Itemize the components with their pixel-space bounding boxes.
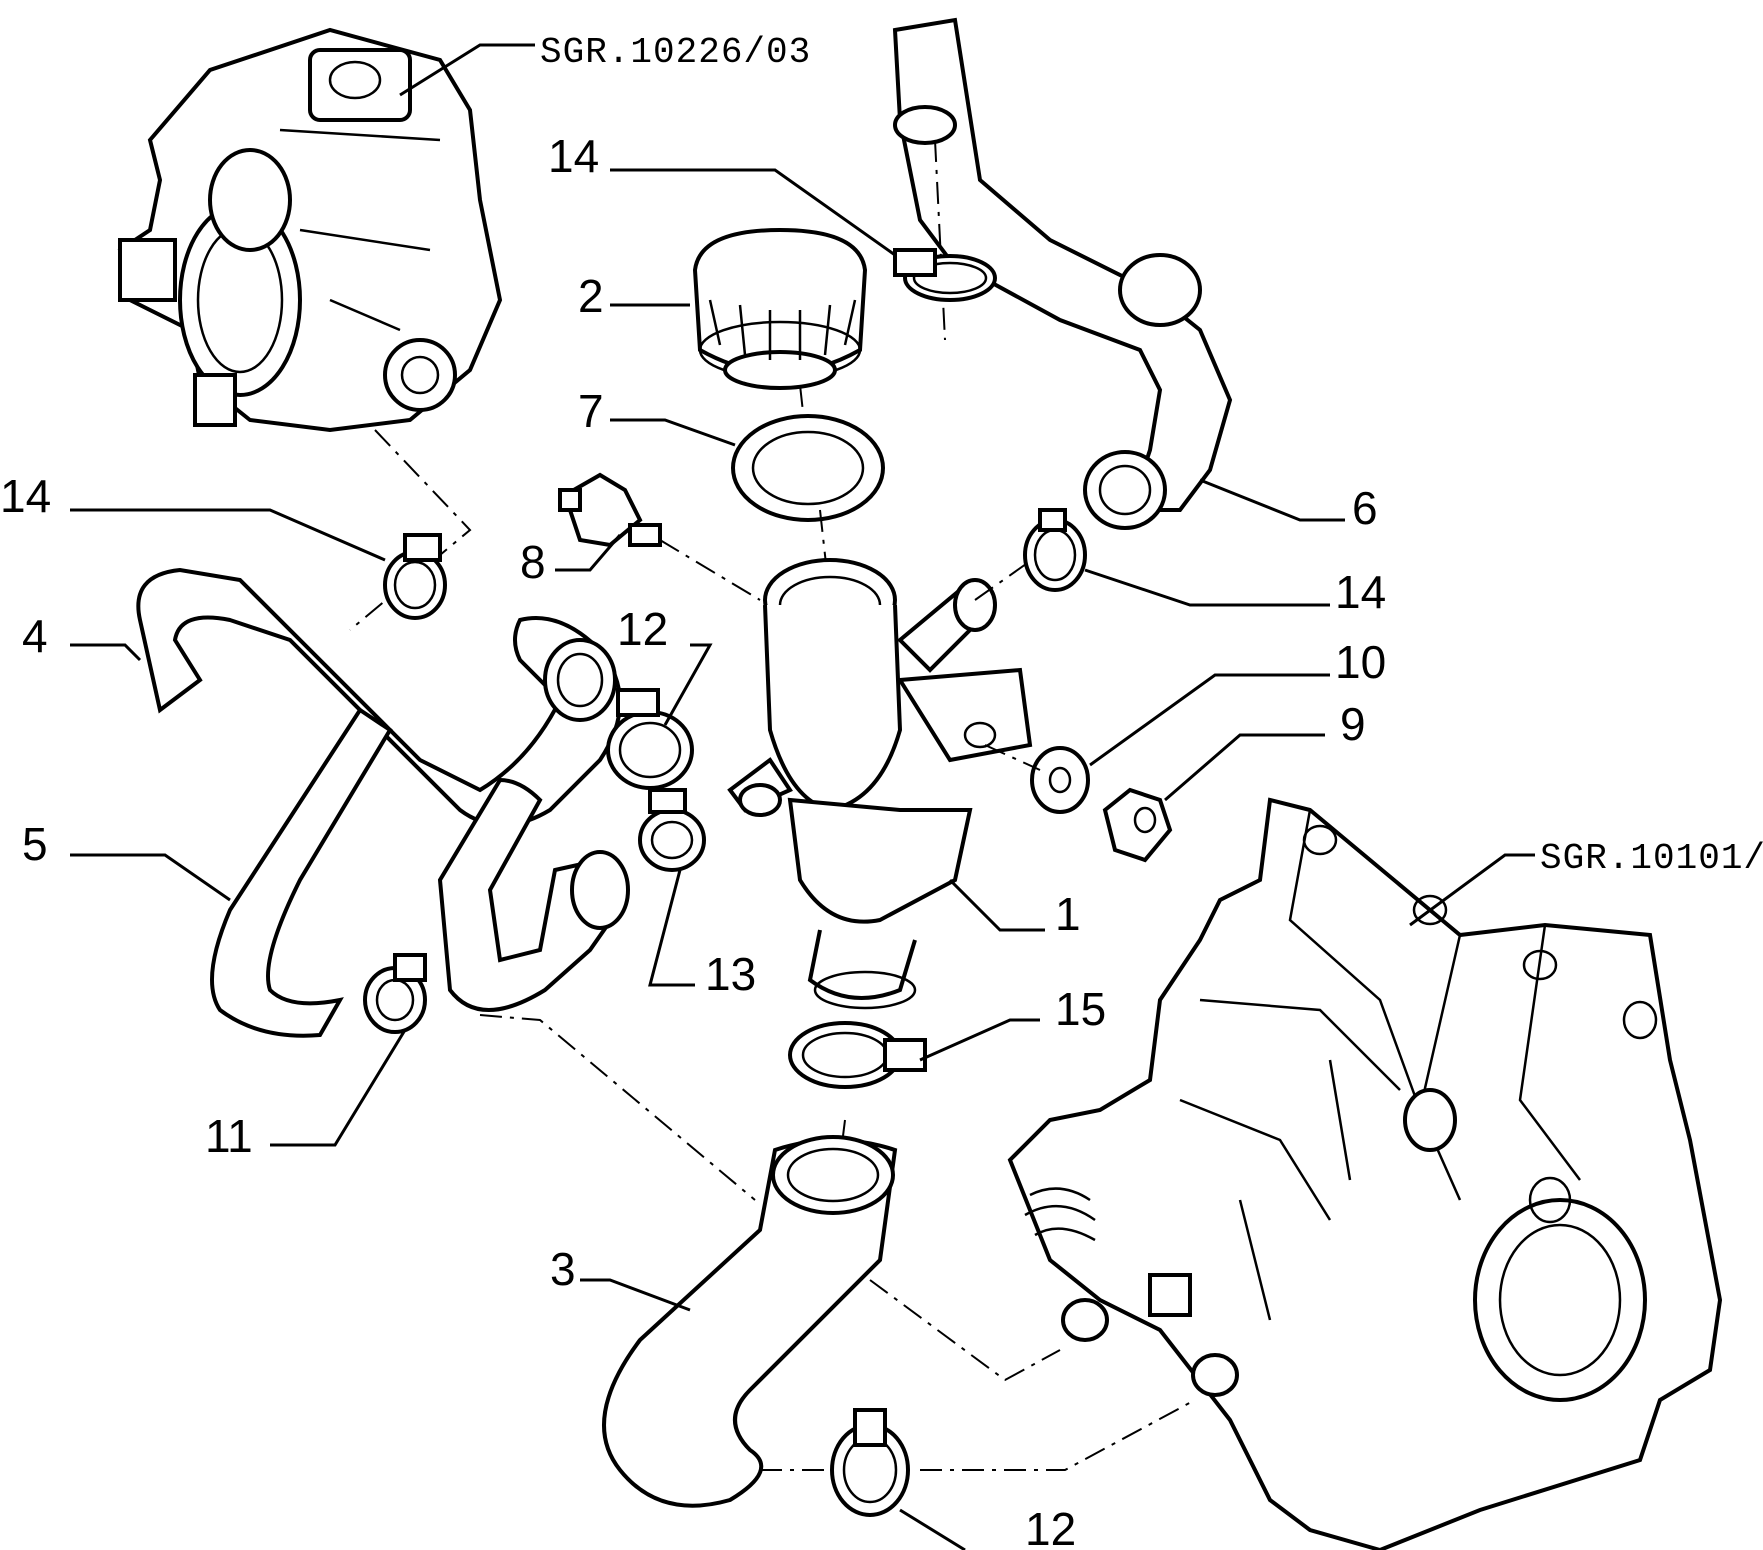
hose-6	[892, 17, 1233, 530]
callout-11: 11	[205, 1110, 253, 1162]
throttle-body	[117, 27, 503, 433]
hose-5	[210, 707, 393, 1038]
clamp-14-top	[893, 248, 997, 302]
callout-2: 2	[578, 270, 604, 322]
clamp-12-bottom	[830, 1408, 910, 1517]
clamp-11	[363, 953, 427, 1034]
callout-1: 1	[1055, 888, 1081, 940]
callout-6: 6	[1352, 482, 1378, 534]
clamp-13	[638, 788, 706, 872]
callout-4: 4	[22, 610, 48, 662]
clamp-14-left	[383, 533, 447, 620]
callout-12-middle: 12	[617, 603, 668, 655]
callout-13: 13	[705, 948, 756, 1000]
callout-8: 8	[520, 536, 546, 588]
callout-12-bottom: 12	[1025, 1503, 1076, 1550]
callout-7: 7	[578, 385, 604, 437]
seal-ring-7	[731, 414, 885, 522]
nut-9	[1102, 787, 1173, 863]
clamp-12-middle	[606, 688, 694, 790]
ref-engine-block: SGR.10101/02	[1540, 838, 1763, 879]
callout-14-right: 14	[1335, 566, 1386, 618]
callout-9: 9	[1340, 698, 1366, 750]
callout-14-top: 14	[548, 130, 599, 182]
callout-10: 10	[1335, 636, 1386, 688]
callout-5: 5	[22, 818, 48, 870]
thermostat-housing-1	[727, 558, 1033, 1010]
hose-3	[602, 1135, 898, 1508]
callout-3: 3	[550, 1243, 576, 1295]
ref-throttle-body: SGR.10226/03	[540, 32, 811, 73]
filler-cap-2	[692, 227, 868, 390]
callout-15: 15	[1055, 983, 1106, 1035]
hose-4	[136, 567, 630, 1012]
engine-block	[1007, 797, 1723, 1550]
washer-10	[1030, 746, 1090, 814]
callout-14-left: 14	[0, 470, 51, 522]
clamp-14-right	[1023, 508, 1087, 592]
temperature-sensor-8	[558, 472, 662, 548]
clamp-15	[788, 1021, 927, 1089]
